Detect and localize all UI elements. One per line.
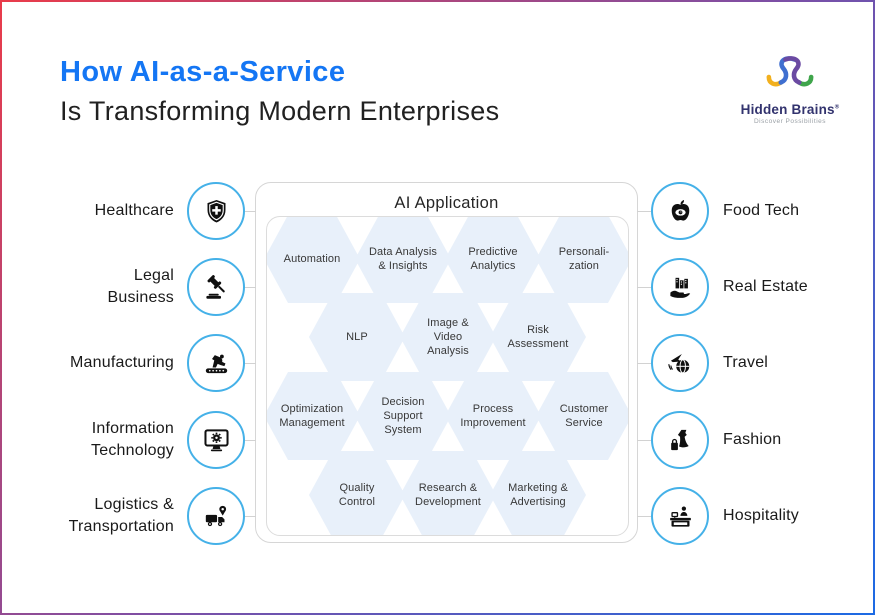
hexagon-decision-support-system: Decision Support System [355, 372, 451, 460]
robot-arm-icon [205, 354, 227, 373]
hexagon-label: Customer Service [559, 402, 609, 429]
connector-line [637, 440, 651, 441]
industry-circle [651, 182, 709, 240]
hexagon-label: NLP [346, 330, 368, 343]
industry-label: Manufacturing [70, 353, 174, 371]
hand-buildings-icon [669, 277, 690, 298]
hexagon-customer-service: Customer Service [536, 372, 628, 460]
industry-circle [651, 258, 709, 316]
hexagon-predictive-analytics: Predictive Analytics [445, 217, 541, 303]
hexagon-label: Decision Support System [381, 395, 425, 437]
industry-label: Fashion [723, 430, 782, 448]
reception-desk-icon [669, 505, 691, 527]
registered-trademark: ® [834, 104, 840, 111]
industry-circle [187, 411, 245, 469]
hexagon-label: Process Improvement [460, 402, 526, 429]
connector-line [244, 211, 256, 212]
gavel-icon [205, 274, 225, 299]
hexagon-label: Personali- zation [558, 245, 610, 272]
industry-label: Real Estate [723, 277, 808, 295]
hexagon-quality-control: Quality Control [309, 451, 405, 535]
hexagon-grid: Automation Data Analysis & Insights Pred… [266, 216, 629, 536]
industry-circle [187, 334, 245, 392]
industry-label: Hospitality [723, 506, 800, 524]
hexagon-image-video-analysis: Image & Video Analysis [400, 293, 496, 381]
hexagon-risk-assessment: Risk Assessment [490, 293, 586, 381]
connector-line [244, 287, 256, 288]
industry-label: Travel [723, 353, 769, 371]
logo-name-text: Hidden Brains [740, 102, 835, 117]
hexagon-research-development: Research & Development [400, 451, 496, 535]
plane-globe-icon [667, 353, 689, 373]
connector-line [637, 211, 651, 212]
industry-label: Logistics & Transportation [68, 495, 174, 535]
logo-name: Hidden Brains® [731, 102, 849, 117]
hexagon-personalization: Personali- zation [536, 217, 628, 303]
industry-manufacturing: Manufacturing [40, 334, 245, 392]
logo-tagline: Discover Possibilities [753, 118, 827, 125]
connector-line [637, 516, 651, 517]
industry-circle [187, 487, 245, 545]
industry-legal-business: Legal Business [40, 258, 245, 316]
connector-line [244, 440, 256, 441]
hexagon-process-improvement: Process Improvement [445, 372, 541, 460]
hexagon-data-analysis: Data Analysis & Insights [355, 217, 451, 303]
industry-label: Legal Business [107, 266, 174, 306]
title-main-line: Is Transforming Modern Enterprises [60, 96, 500, 126]
apple-eye-icon [671, 199, 689, 221]
hidden-brains-logo-mark [766, 56, 814, 87]
industry-label: Food Tech [723, 201, 800, 219]
shield-cross-icon [207, 199, 225, 223]
connector-line [637, 363, 651, 364]
industry-travel: Travel [651, 334, 869, 392]
industry-hospitality: Hospitality [651, 487, 869, 545]
industry-information-technology: Information Technology [40, 411, 245, 469]
hexagon-label: Marketing & Advertising [508, 481, 568, 508]
industry-healthcare: Healthcare [40, 182, 245, 240]
industry-label: Information Technology [91, 419, 174, 459]
industry-circle [651, 487, 709, 545]
ai-application-title: AI Application [394, 194, 499, 212]
hexagon-label: Optimization Management [279, 402, 345, 429]
hexagon-marketing-advertising: Marketing & Advertising [490, 451, 586, 535]
hexagon-nlp: NLP [309, 293, 405, 381]
dress-bag-icon [670, 429, 689, 450]
connector-line [244, 363, 256, 364]
hexagon-optimization-management: Optimization Management [267, 372, 360, 460]
industry-circle [187, 258, 245, 316]
truck-pin-icon [205, 505, 226, 526]
hexagon-label: Quality Control [338, 481, 376, 508]
monitor-gear-icon [203, 428, 229, 451]
hexagon-label: Research & Development [415, 481, 481, 508]
industry-circle [651, 334, 709, 392]
hexagon-automation: Automation [267, 217, 360, 303]
hexagon-label: Data Analysis & Insights [369, 245, 437, 272]
hexagon-label: Risk Assessment [507, 323, 569, 350]
connector-line [244, 516, 256, 517]
hexagon-label: Predictive Analytics [468, 245, 518, 272]
hexagon-label: Image & Video Analysis [427, 316, 469, 358]
title-accent-line: How AI-as-a-Service [60, 56, 346, 88]
page-title: How AI-as-a-Service Is Transforming Mode… [60, 56, 499, 127]
industry-label: Healthcare [94, 201, 174, 219]
connector-line [637, 287, 651, 288]
hexagon-label: Automation [283, 252, 341, 265]
industry-circle [651, 411, 709, 469]
industry-food-tech: Food Tech [651, 182, 869, 240]
industry-logistics-transportation: Logistics & Transportation [40, 487, 245, 545]
industry-circle [187, 182, 245, 240]
hidden-brains-logo: Hidden Brains® Discover Possibilities [731, 54, 849, 125]
industry-real-estate: Real Estate [651, 258, 869, 316]
ai-application-panel: AI Application Automation Data Analysis … [255, 182, 638, 543]
industry-fashion: Fashion [651, 411, 869, 469]
